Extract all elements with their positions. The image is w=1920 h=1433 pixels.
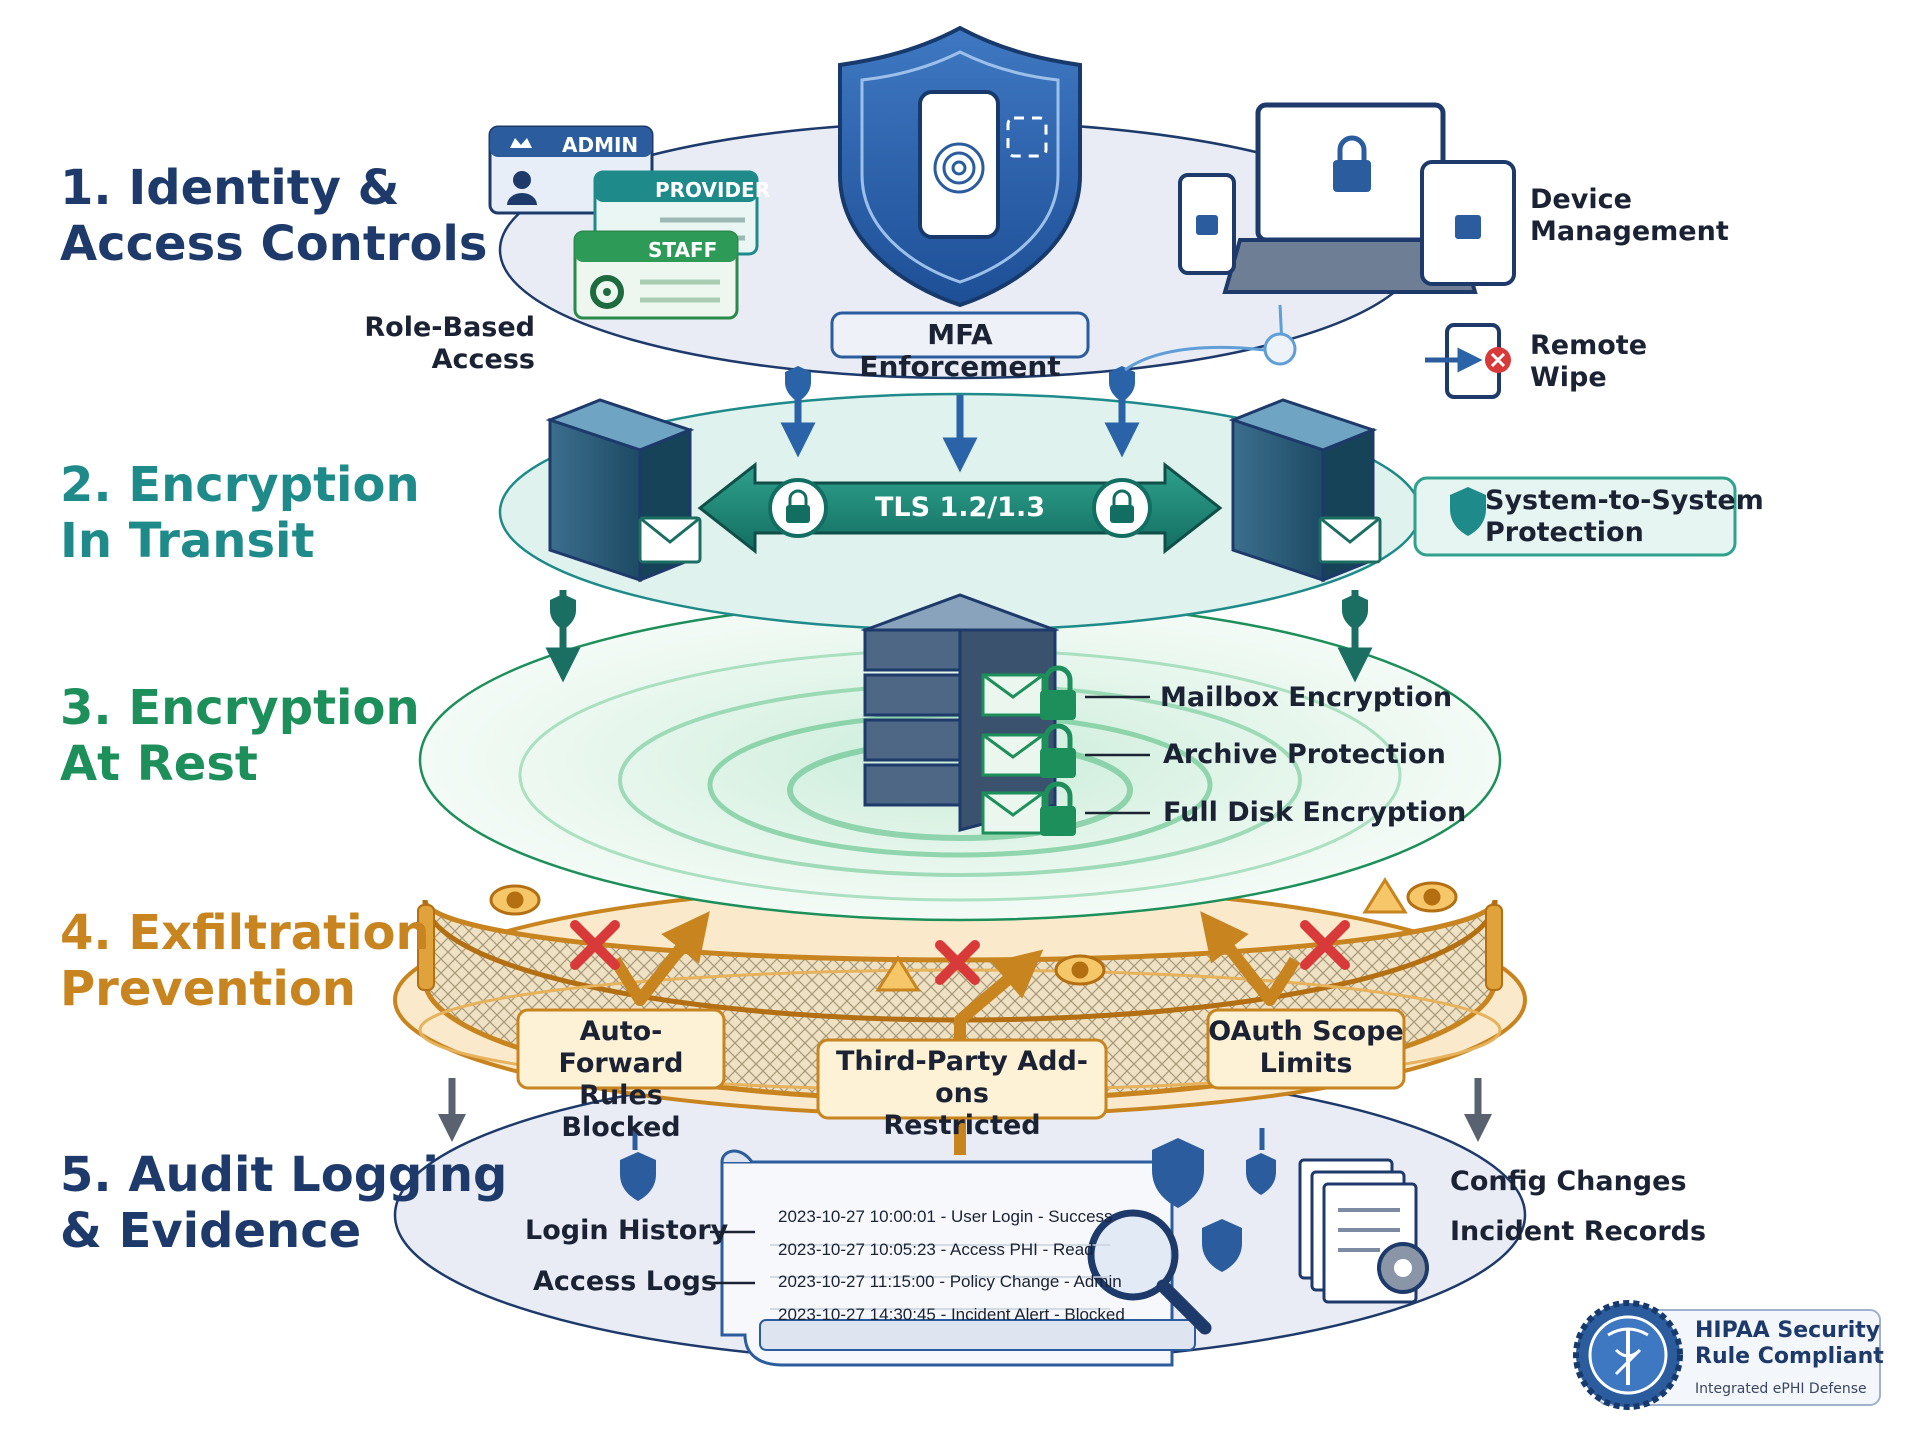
system-shield-icon (1450, 487, 1486, 536)
staff-card-label: STAFF (648, 238, 718, 262)
provider-card-label: PROVIDER (655, 178, 771, 202)
admin-card-label: ADMIN (562, 133, 639, 157)
config-changes-label: Config Changes (1450, 1166, 1687, 1197)
auto-forward-box (516, 1008, 726, 1090)
remote-wipe-icon (1425, 323, 1511, 399)
log-entry: 2023-10-27 10:05:23 - Access PHI - Read (778, 1240, 1094, 1259)
left-server-icon (545, 398, 702, 583)
monitoring-eye-icons (489, 881, 1458, 986)
lock-node-icon (1263, 332, 1297, 366)
mfa-label: MFA Enforcement (859, 318, 1061, 383)
role-card-admin (488, 125, 654, 215)
role-card-staff (573, 230, 739, 320)
magnifier-icon (1087, 1209, 1212, 1335)
tls-label: TLS 1.2/1.3 (875, 492, 1045, 523)
layer-title-identity: 1. Identity &Access Controls (60, 160, 488, 272)
blocked-x-icons (570, 920, 1350, 985)
mfa-shield-icon (838, 25, 1082, 308)
right-server-icon (1228, 398, 1382, 583)
layer-title-audit: 5. Audit Logging& Evidence (60, 1147, 508, 1259)
log-scroll (720, 1160, 1174, 1367)
rest-mail-locks (981, 665, 1076, 836)
archive-protection-label: Archive Protection (1163, 739, 1446, 770)
system-protection-box (1413, 476, 1737, 557)
phone-device-icon (1178, 173, 1236, 275)
log-entry: 2023-10-27 10:00:01 - User Login - Succe… (778, 1207, 1113, 1226)
access-logs-label: Access Logs (533, 1266, 717, 1297)
log-entry: 2023-10-27 11:15:00 - Policy Change - Ad… (778, 1272, 1122, 1291)
mfa-label-box (830, 311, 1090, 359)
audit-shield-icons (620, 1138, 1276, 1272)
hipaa-badge (1573, 1300, 1881, 1410)
tls-arrow (697, 461, 1223, 555)
mailbox-encryption-label: Mailbox Encryption (1160, 682, 1453, 713)
full-disk-encryption-label: Full Disk Encryption (1163, 797, 1467, 828)
oauth-box (1206, 1008, 1406, 1090)
third-party-box (816, 1038, 1108, 1120)
login-history-label: Login History (525, 1215, 729, 1246)
log-entry: 2023-10-27 14:30:45 - Incident Alert - B… (778, 1305, 1125, 1324)
documents-icon (1298, 1158, 1429, 1304)
laptop-icon (1222, 102, 1478, 294)
tablet-icon (1420, 160, 1516, 286)
incident-records-label: Incident Records (1450, 1216, 1707, 1247)
hipaa-badge-subtitle: Integrated ePHI Defense (1695, 1381, 1867, 1397)
warning-icons (875, 877, 1408, 992)
